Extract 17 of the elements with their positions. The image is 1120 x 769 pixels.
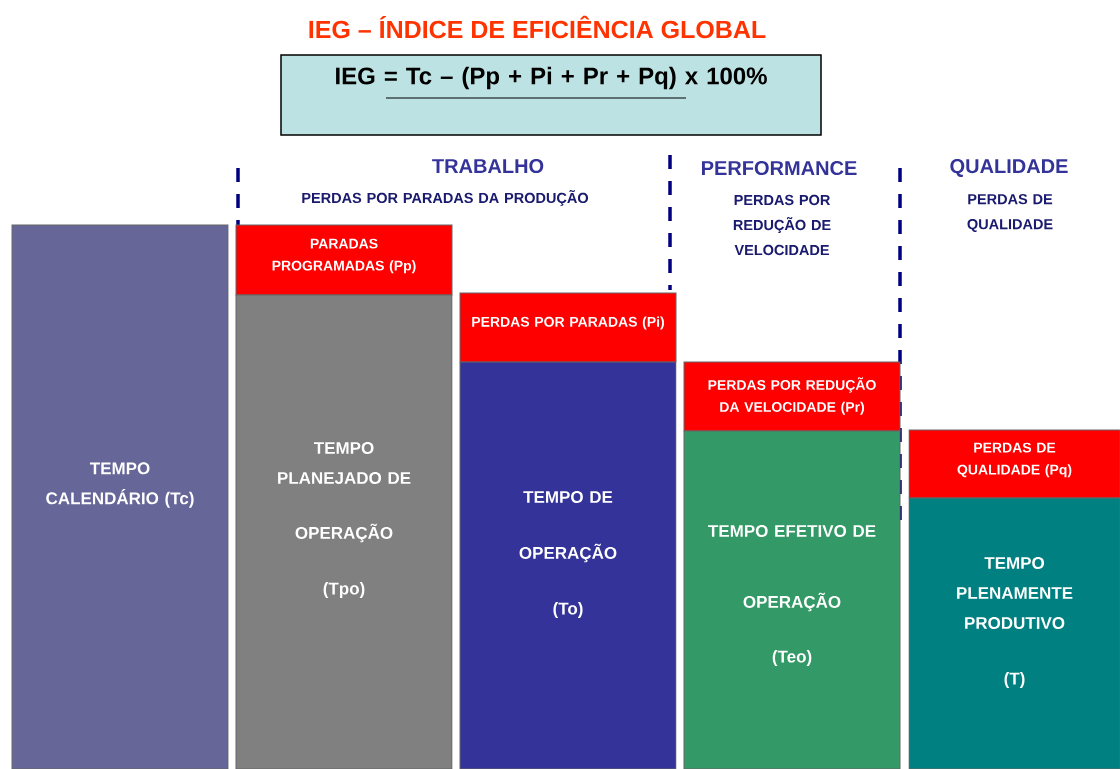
loss-box: PERDAS POR REDUÇÃO DA VELOCIDADE (Pr) xyxy=(683,361,901,432)
time-bar: TEMPO CALENDÁRIO (Tc) xyxy=(11,224,229,769)
loss-box: PERDAS DE QUALIDADE (Pq) xyxy=(908,429,1120,499)
section-subheading: PERDAS DE QUALIDADE xyxy=(967,194,1053,232)
section-heading: PERFORMANCE xyxy=(702,160,857,176)
formula-box: IEG = Tc – (Pp + Pi + Pr + Pq) x 100% xyxy=(280,54,822,136)
section-subheading: PERDAS POR REDUÇÃO DE VELOCIDADE xyxy=(733,194,831,256)
loss-box: PERDAS POR PARADAS (Pi) xyxy=(459,292,677,363)
section-heading: TRABALHO xyxy=(432,158,544,174)
time-bar: TEMPO PLANEJADO DE OPERAÇÃO (Tpo) xyxy=(235,294,453,769)
loss-box: PARADAS PROGRAMADAS (Pp) xyxy=(235,224,453,296)
time-bar: TEMPO EFETIVO DE OPERAÇÃO (Teo) xyxy=(683,430,901,769)
time-bar: TEMPO DE OPERAÇÃO (To) xyxy=(459,361,677,769)
section-heading: QUALIDADE xyxy=(950,159,1068,177)
time-bar: TEMPO PLENAMENTE PRODUTIVO (T) xyxy=(908,497,1120,769)
section-subheading: PERDAS POR PARADAS DA PRODUÇÃO xyxy=(302,190,589,206)
title: IEG – ÍNDICE DE EFICIÊNCIA GLOBAL xyxy=(309,15,766,39)
